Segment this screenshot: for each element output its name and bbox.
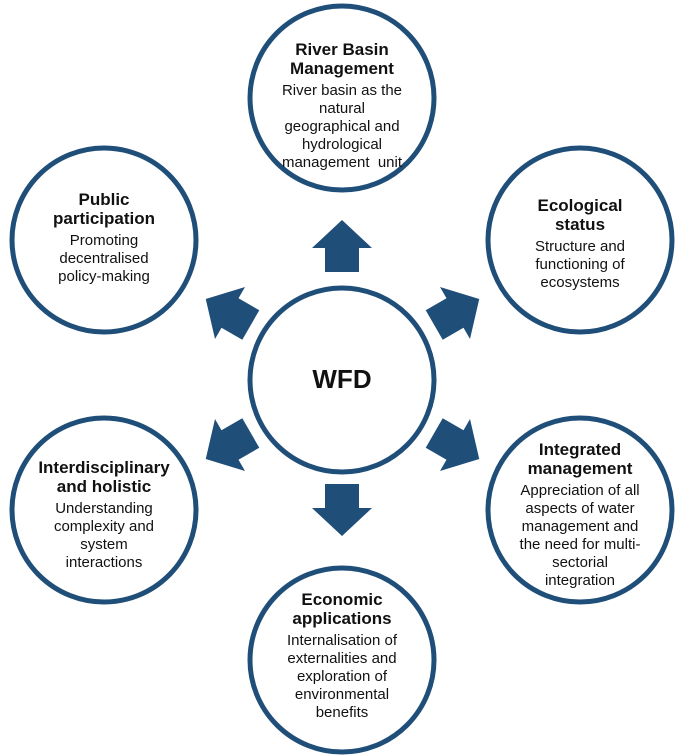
desc-line: the need for multi- xyxy=(519,536,641,553)
node-river-basin: River Basin Management River basin as th… xyxy=(262,40,422,172)
title-line: participation xyxy=(52,209,155,228)
node-public-participation: Public participation Promoting decentral… xyxy=(24,190,184,286)
node-integrated-management: Integrated management Appreciation of al… xyxy=(496,440,664,590)
center-node: WFD xyxy=(262,364,422,395)
desc-line: benefits xyxy=(315,704,369,721)
title-line: Ecological xyxy=(537,196,623,215)
title-line: Management xyxy=(290,59,394,78)
node-economic-applications: Economic applications Internalisation of… xyxy=(262,590,422,722)
node-description: Appreciation of all aspects of water man… xyxy=(520,482,641,590)
node-title: Public participation xyxy=(53,190,155,228)
circle-public-participation xyxy=(9,145,199,335)
title-line: management xyxy=(527,459,633,478)
center-label: WFD xyxy=(312,364,372,394)
desc-line: system xyxy=(80,536,128,553)
desc-line: ecosystems xyxy=(540,274,620,291)
title-line: Public xyxy=(78,190,130,209)
desc-line: geographical and xyxy=(284,118,400,135)
node-description: Understanding complexity and system inte… xyxy=(54,500,154,572)
node-interdisciplinary: Interdisciplinary and holistic Understan… xyxy=(24,458,184,572)
desc-line: aspects of water xyxy=(525,500,635,517)
arrow-up-icon xyxy=(312,220,372,272)
desc-line: decentralised xyxy=(59,250,149,267)
node-ecological-status: Ecological status Structure and function… xyxy=(500,196,660,292)
desc-line: Promoting xyxy=(69,232,139,249)
arrow-down-icon xyxy=(312,484,372,536)
desc-line: Understanding xyxy=(55,500,153,517)
desc-line: management and xyxy=(521,518,639,535)
desc-line: hydrological xyxy=(301,136,383,153)
desc-line: policy-making xyxy=(58,268,150,285)
desc-line: Structure and xyxy=(534,238,626,255)
arrow-lower-right-icon xyxy=(425,418,480,471)
desc-line: exploration of xyxy=(296,668,388,685)
node-title: Interdisciplinary and holistic xyxy=(38,458,169,496)
desc-line: River basin as the xyxy=(281,82,403,99)
desc-line: natural xyxy=(319,100,365,117)
circle-economic-applications xyxy=(247,565,437,755)
title-line: Economic xyxy=(301,590,383,609)
node-description: Promoting decentralised policy-making xyxy=(58,232,150,286)
node-description: River basin as the natural geographical … xyxy=(282,82,402,172)
circle-integrated-management xyxy=(485,415,675,605)
node-description: Internalisation of externalities and exp… xyxy=(287,632,397,722)
circle-center-wfd xyxy=(247,285,437,475)
title-line: Integrated xyxy=(538,440,622,459)
title-line: status xyxy=(554,215,606,234)
circle-river-basin xyxy=(247,3,437,193)
desc-line: environmental xyxy=(294,686,390,703)
desc-line: interactions xyxy=(65,554,143,571)
title-line: and holistic xyxy=(56,477,152,496)
title-line: applications xyxy=(292,609,392,628)
arrow-lower-left-icon xyxy=(205,418,260,471)
title-line: Interdisciplinary xyxy=(38,458,170,477)
node-title: Economic applications xyxy=(292,590,391,628)
desc-line: complexity and xyxy=(53,518,155,535)
node-description: Structure and functioning of ecosystems xyxy=(535,238,625,292)
arrow-upper-left-icon xyxy=(205,287,260,340)
circle-interdisciplinary xyxy=(9,415,199,605)
node-title: Integrated management xyxy=(528,440,633,478)
desc-line: Internalisation of xyxy=(286,632,398,649)
desc-line: Appreciation of all xyxy=(520,482,640,499)
circle-ecological-status xyxy=(485,145,675,335)
desc-line: externalities and xyxy=(287,650,397,667)
desc-line: sectorial xyxy=(552,554,608,571)
desc-line: functioning of xyxy=(535,256,625,273)
desc-line: management unit xyxy=(281,154,403,171)
title-line: River Basin xyxy=(295,40,389,59)
desc-line: integration xyxy=(544,572,616,589)
node-title: Ecological status xyxy=(537,196,622,234)
node-title: River Basin Management xyxy=(290,40,394,78)
arrow-upper-right-icon xyxy=(425,287,480,340)
